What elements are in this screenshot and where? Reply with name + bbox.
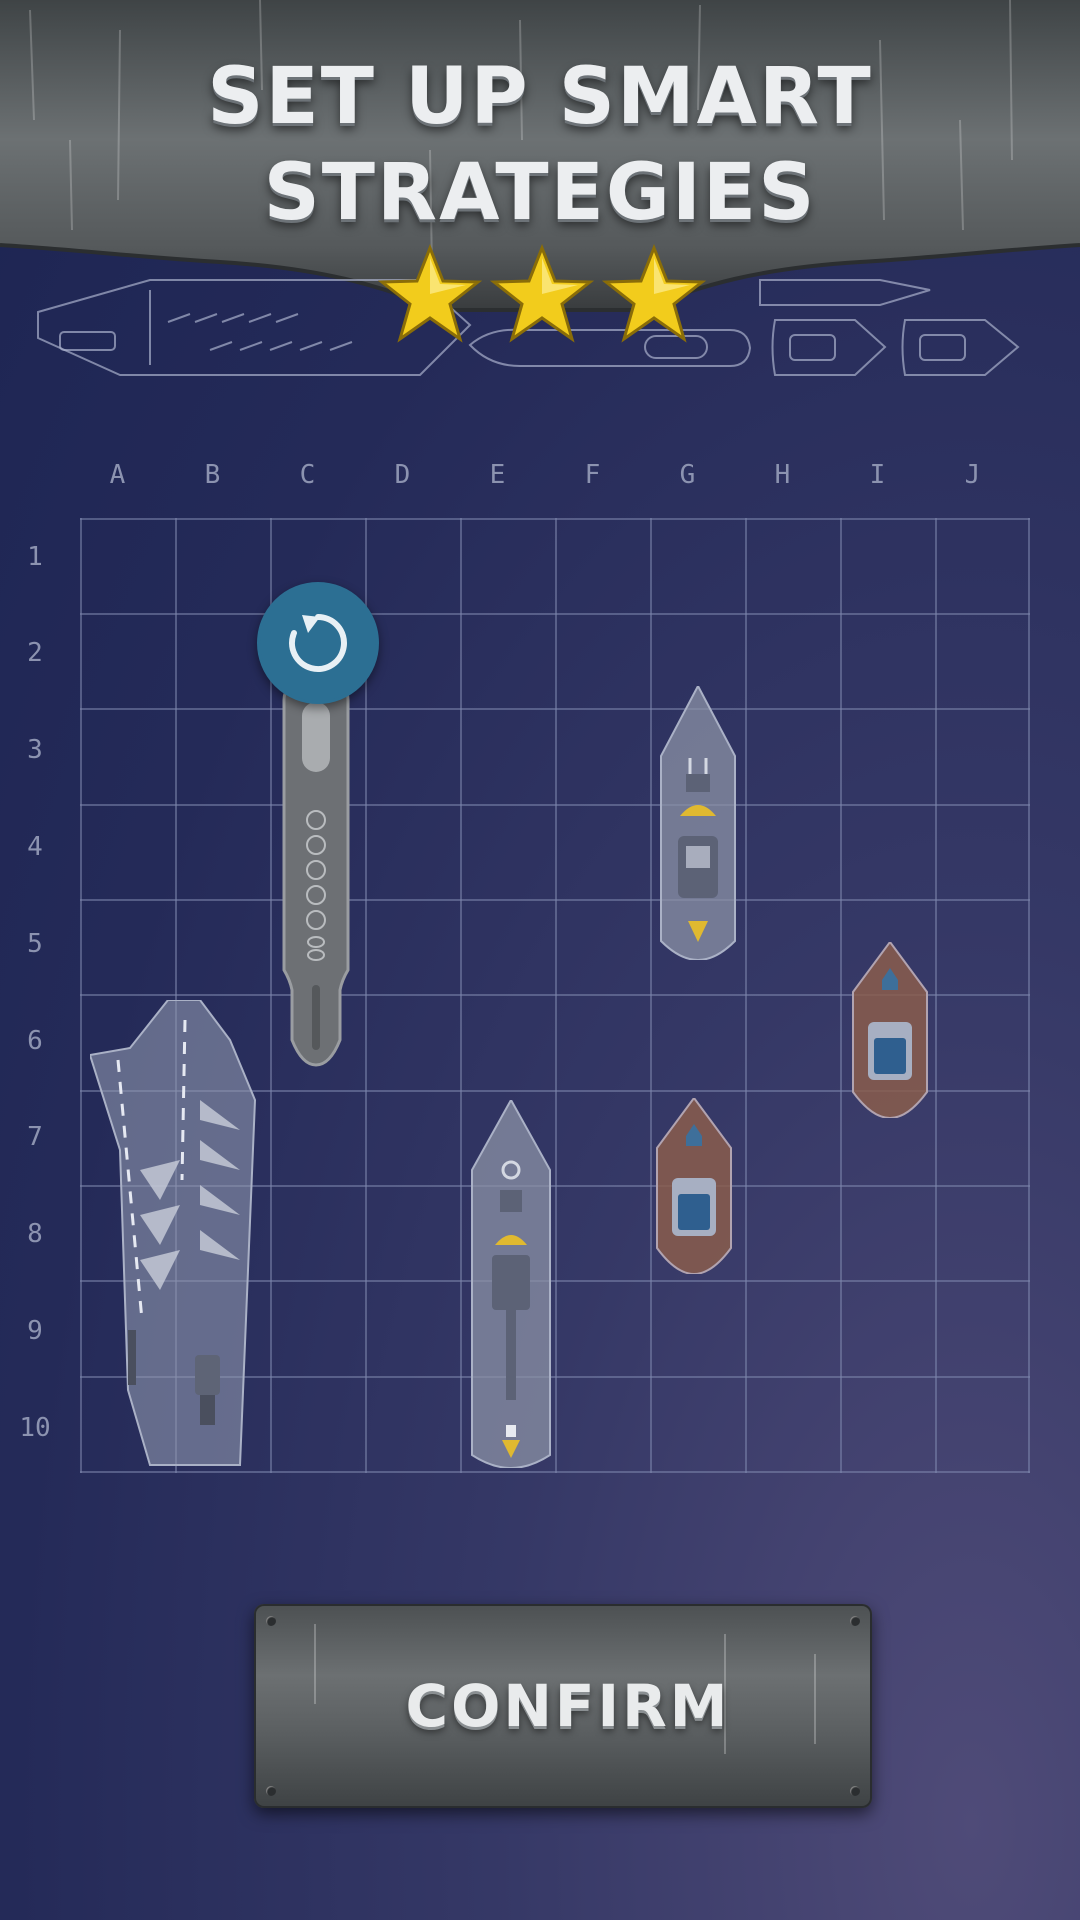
battleship-ship[interactable] (470, 1100, 552, 1468)
rotate-icon (289, 614, 347, 672)
star-icon (490, 244, 594, 343)
title-line-2: STRATEGIES (263, 148, 817, 238)
row-label: 7 (27, 1122, 43, 1152)
rivet (266, 1616, 276, 1626)
column-label: J (964, 460, 981, 490)
row-label: 10 (19, 1413, 51, 1443)
submarine-ship[interactable] (270, 680, 362, 1070)
scratch (724, 1634, 726, 1754)
rivet (266, 1786, 276, 1796)
row-label: 4 (27, 832, 43, 862)
patrol-boat-ship-2[interactable] (852, 942, 928, 1118)
confirm-label: CONFIRM (405, 1672, 731, 1740)
column-label: G (679, 460, 696, 490)
column-label: D (394, 460, 411, 490)
destroyer-ship[interactable] (660, 686, 736, 960)
row-label: 5 (27, 929, 43, 959)
column-label: I (869, 460, 886, 490)
row-label: 3 (27, 735, 43, 765)
destroyer-outline-icon (759, 279, 931, 306)
star-icon (602, 244, 706, 343)
column-label: F (584, 460, 601, 490)
title-banner: SET UP SMART STRATEGIES (0, 0, 1080, 320)
row-label: 6 (27, 1026, 43, 1056)
row-label: 9 (27, 1316, 43, 1346)
column-label: A (109, 460, 126, 490)
carrier-outline-icon (37, 279, 472, 376)
column-label: H (774, 460, 791, 490)
scratch (314, 1624, 316, 1704)
star-rating (0, 244, 1080, 354)
fleet-outline (37, 279, 1020, 376)
row-label: 1 (27, 542, 43, 572)
confirm-button[interactable]: CONFIRM (254, 1604, 872, 1808)
row-label: 2 (27, 638, 43, 668)
patrol-boat-ship[interactable] (656, 1098, 732, 1274)
rotate-button[interactable] (257, 582, 379, 704)
rivet (850, 1786, 860, 1796)
column-label: C (299, 460, 316, 490)
patrol-boat-outline-icon-2 (901, 319, 1020, 376)
row-label: 8 (27, 1219, 43, 1249)
title-line-1: SET UP SMART (207, 52, 873, 142)
star-icon (378, 244, 482, 343)
column-label: E (489, 460, 506, 490)
column-label: B (204, 460, 221, 490)
rivet (850, 1616, 860, 1626)
aircraft-carrier-ship[interactable] (90, 1000, 258, 1470)
patrol-boat-outline-icon (771, 319, 887, 376)
scratch (814, 1654, 816, 1744)
submarine-outline-icon (468, 328, 752, 367)
